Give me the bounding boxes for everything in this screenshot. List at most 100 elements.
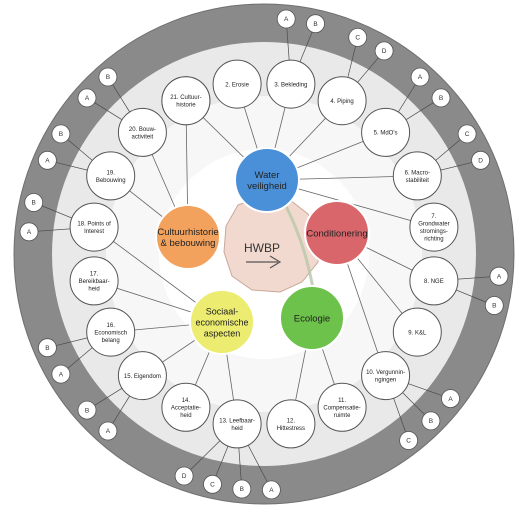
sub-aspect-label: D <box>382 48 387 55</box>
aspect-circle <box>212 399 262 449</box>
sub-aspect-label: B <box>59 131 63 138</box>
sub-aspect-circle <box>19 222 39 242</box>
sub-aspect-node: D <box>174 466 194 486</box>
sub-aspect-node: A <box>19 222 39 242</box>
aspect-circle <box>392 151 442 201</box>
map-river <box>280 197 316 293</box>
sub-aspect-label: B <box>32 200 36 207</box>
sub-aspect-label: B <box>313 21 317 28</box>
sub-aspect-node: B <box>51 124 71 144</box>
aspect-circle <box>161 382 211 432</box>
sub-aspect-node: B <box>98 67 118 87</box>
aspect-node: 9. K&L <box>392 307 442 357</box>
aspect-circle <box>409 256 459 306</box>
aspect-label: Bereikbaar- <box>79 279 110 285</box>
sub-aspect-node: B <box>77 400 97 420</box>
aspect-node: 3. Bekleding <box>266 59 316 109</box>
aspect-label: 20. Bouw- <box>129 127 156 133</box>
aspect-label: Acceptatie- <box>171 406 201 412</box>
aspect-node: 19.Bebouwing <box>86 151 136 201</box>
aspect-label: Compensatie- <box>323 406 360 412</box>
sub-aspect-label: B <box>45 345 49 352</box>
sub-aspect-node: B <box>38 338 57 358</box>
sub-aspect-circle <box>174 466 194 486</box>
aspect-label: Grondwater <box>418 222 449 228</box>
sub-aspect-circle <box>98 421 118 441</box>
aspect-node: 21. Cultuur-historie <box>161 76 211 126</box>
sub-aspect-circle <box>38 338 57 358</box>
aspect-circle <box>392 307 442 357</box>
aspect-label: 21. Cultuur- <box>170 95 201 101</box>
sub-aspect-node: B <box>484 296 504 315</box>
sub-aspect-node: A <box>261 480 281 500</box>
theme-circle <box>189 289 255 355</box>
theme-label: Water <box>255 170 280 181</box>
sub-aspect-circle <box>276 9 296 29</box>
sub-aspect-label: C <box>355 35 360 42</box>
aspect-label: heid <box>88 287 99 293</box>
theme-conditionering: Conditionering <box>304 200 370 266</box>
sub-aspect-node: A <box>410 67 430 87</box>
aspect-node: 6. Macro-stabiliteit <box>392 151 442 201</box>
aspect-label: Economisch <box>94 330 127 336</box>
sub-aspect-circle <box>38 150 57 170</box>
hwbp-arrow <box>246 255 282 269</box>
sub-aspect-node: B <box>306 14 325 34</box>
sub-aspect-circle <box>261 480 281 500</box>
aspect-node: 20. Bouw-activiteit <box>117 107 167 157</box>
sub-aspect-label: B <box>429 418 433 425</box>
theme-label: Cultuurhistorie <box>157 227 218 238</box>
theme-circle <box>304 200 370 266</box>
theme-circle <box>234 147 300 213</box>
sub-aspect-label: A <box>59 371 64 378</box>
aspect-node: 15. Eigendom <box>117 351 167 401</box>
sub-aspect-circle <box>77 400 97 420</box>
sub-aspect-node: A <box>276 9 296 29</box>
aspect-node: 17.Bereikbaar-heid <box>69 256 119 306</box>
aspect-node: 11.Compensatie-ruimte <box>317 382 367 432</box>
sub-aspect-circle <box>374 41 394 61</box>
aspect-circle <box>361 351 411 401</box>
theme-label: Sociaal- <box>206 307 239 317</box>
sub-aspect-node: B <box>431 88 451 108</box>
aspect-node: 10. Vergunnin-ngingen <box>361 351 411 401</box>
aspect-circle <box>212 59 262 109</box>
sub-aspect-label: D <box>478 158 483 165</box>
sub-aspect-label: B <box>439 95 443 102</box>
sub-aspect-label: D <box>182 473 187 480</box>
sub-aspect-circle <box>457 124 477 144</box>
sub-aspect-node: D <box>471 150 491 170</box>
aspect-label: Hittestress <box>277 426 305 432</box>
theme-cultuur: Cultuurhistorie& bebouwing <box>155 204 221 270</box>
aspect-node: 5. MdO's <box>361 107 411 157</box>
sub-aspect-label: C <box>406 438 411 445</box>
aspect-circle <box>69 256 119 306</box>
sub-aspect-circle <box>306 14 325 34</box>
sub-aspect-label: A <box>269 487 274 494</box>
theme-label: & bebouwing <box>161 238 216 249</box>
sub-aspect-circle <box>51 364 71 384</box>
sub-aspect-node: C <box>203 474 222 494</box>
aspect-node: 8. NGE <box>409 256 459 306</box>
aspect-circle <box>117 107 167 157</box>
aspect-label: ruimte <box>334 413 351 419</box>
sub-aspect-node: A <box>489 266 509 286</box>
aspect-label: Interest <box>84 229 104 235</box>
sub-aspect-circle <box>441 389 460 409</box>
sub-aspect-label: A <box>85 95 90 102</box>
sub-aspect-circle <box>410 67 430 87</box>
sub-aspect-circle <box>203 474 222 494</box>
sub-aspect-label: A <box>448 396 453 403</box>
aspect-circle <box>161 76 211 126</box>
sub-aspect-circle <box>77 88 97 108</box>
aspect-circle <box>409 202 459 252</box>
sub-aspect-label: A <box>284 16 289 23</box>
sub-aspect-label: A <box>418 74 423 81</box>
aspect-circle <box>69 202 119 252</box>
theme-label: veiligheid <box>247 181 287 192</box>
aspect-node: 12.Hittestress <box>266 399 316 449</box>
sub-aspect-circle <box>431 88 451 108</box>
aspect-circle <box>86 151 136 201</box>
